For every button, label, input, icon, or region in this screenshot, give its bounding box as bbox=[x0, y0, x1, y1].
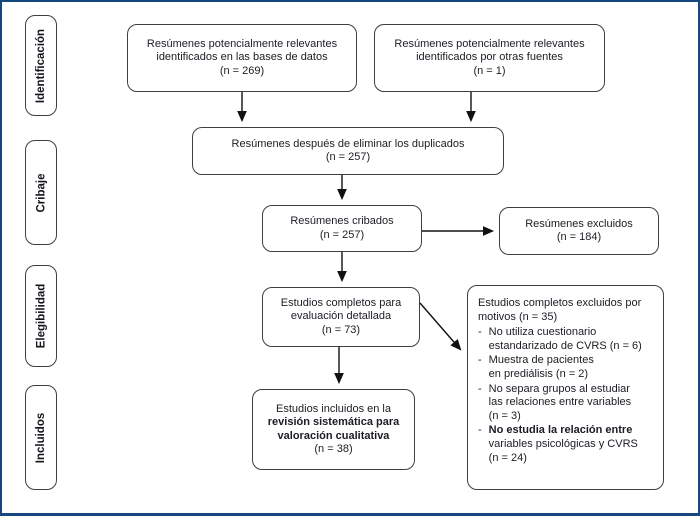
bullet-bold-text: No estudia la relación entre bbox=[488, 424, 633, 437]
bullet-dash: - bbox=[478, 382, 482, 395]
stage-eligibility: Elegibilidad bbox=[25, 265, 57, 367]
bullet-text: No separa grupos al estudiar las relacio… bbox=[488, 382, 632, 422]
included-line1: Estudios incluidos en la bbox=[276, 402, 391, 415]
exclusion-bullet-2: - Muestra de pacientes en prediálisis (n… bbox=[478, 354, 642, 381]
bullet-rest-text: variables psicológicas y CVRS (n = 24) bbox=[488, 437, 638, 464]
stage-identification: Identificación bbox=[25, 15, 57, 116]
exclusion-bullet-list: - No utiliza cuestionario estandarizado … bbox=[478, 325, 642, 465]
box-exclusion-reasons: Estudios completos excluidos por motivos… bbox=[467, 285, 664, 490]
bullet-dash: - bbox=[478, 424, 482, 437]
bullet-text: Muestra de pacientes en prediálisis (n =… bbox=[488, 354, 594, 380]
stage-included-label: Incluidos bbox=[35, 412, 48, 463]
exclusion-header: Estudios completos excluidos por motivos… bbox=[478, 297, 642, 323]
stage-identification-label: Identificación bbox=[35, 28, 47, 103]
included-count: (n = 38) bbox=[314, 443, 353, 455]
stage-included: Incluidos bbox=[25, 385, 57, 490]
stage-eligibility-label: Elegibilidad bbox=[35, 283, 48, 349]
included-bold-text: revisión sistemática para valoración cua… bbox=[267, 416, 400, 442]
box-excluded-abstracts: Resúmenes excluidos (n = 184) bbox=[499, 207, 659, 255]
bullet-dash: - bbox=[478, 354, 482, 367]
bullet-dash: - bbox=[478, 326, 482, 339]
arrow-fulltext-to-exclusionreasons bbox=[419, 302, 462, 351]
stage-screening-label: Cribaje bbox=[35, 173, 47, 212]
box-identified-databases: Resúmenes potencialmente relevantes iden… bbox=[127, 24, 357, 92]
exclusion-bullet-1: - No utiliza cuestionario estandarizado … bbox=[478, 326, 642, 353]
box-included-studies: Estudios incluidos en la revisión sistem… bbox=[252, 389, 415, 470]
stage-screening: Cribaje bbox=[25, 140, 57, 245]
box-fulltext-assessed: Estudios completos para evaluación detal… bbox=[262, 287, 420, 347]
box-identified-other-sources: Resúmenes potencialmente relevantes iden… bbox=[374, 24, 605, 92]
box-screened: Resúmenes cribados (n = 257) bbox=[262, 205, 422, 252]
box-after-duplicates: Resúmenes después de eliminar los duplic… bbox=[192, 127, 504, 175]
bullet-text: No utiliza cuestionario estandarizado de… bbox=[488, 326, 642, 352]
exclusion-bullet-3: - No separa grupos al estudiar las relac… bbox=[478, 383, 642, 424]
